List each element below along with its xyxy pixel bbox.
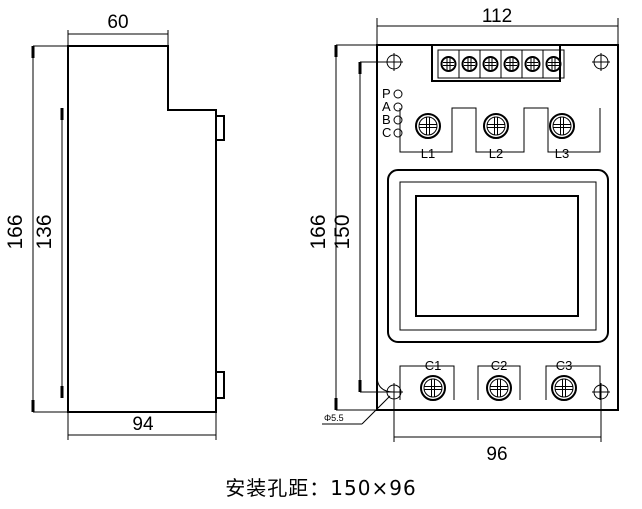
terminal-screw	[524, 56, 541, 72]
inductor-row: L1 L2 L3	[399, 107, 601, 161]
side-top-dimension: 60	[107, 12, 128, 33]
front-view: 112 96 166 150	[307, 6, 619, 465]
terminal-screw	[545, 56, 562, 72]
side-view-bottom-tab	[215, 371, 225, 399]
capacitor-screw-c2	[486, 375, 512, 401]
front-top-dimension: 112	[482, 6, 512, 27]
terminal-block	[431, 44, 565, 82]
mount-hole-bottom-right	[592, 383, 610, 401]
signal-label-p: P	[382, 86, 391, 101]
inductor-label-l2: L2	[489, 146, 503, 161]
center-component	[387, 169, 609, 343]
side-inner-height: 136	[33, 214, 56, 249]
hole-diameter-label: Φ5.5	[324, 413, 344, 423]
capacitor-label-c1: C1	[425, 358, 442, 373]
front-overall-height: 166	[307, 214, 330, 249]
capacitor-row: C1 C2 C3	[399, 358, 601, 401]
signal-label-a: A	[382, 99, 391, 114]
signal-pin-icon	[393, 128, 403, 138]
mount-hole-bottom-left	[376, 375, 403, 411]
terminal-slot	[542, 49, 565, 79]
mounting-hole-spacing-caption: 安装孔距：150×96	[225, 476, 417, 500]
side-overall-height: 166	[4, 214, 27, 249]
terminal-screw	[482, 56, 499, 72]
side-view-body-outline	[67, 45, 217, 413]
signal-pin-icon	[393, 115, 403, 125]
terminal-screw	[440, 56, 457, 72]
inductor-label-l1: L1	[421, 146, 435, 161]
capacitor-label-c3: C3	[556, 358, 573, 373]
signal-label-b: B	[382, 112, 391, 127]
capacitor-screw-c3	[551, 375, 577, 401]
terminal-screw	[461, 56, 478, 72]
signal-pin-icon	[393, 89, 403, 99]
side-view: 60 94 166 136	[4, 12, 225, 440]
mount-hole-top-right	[592, 53, 610, 71]
inductor-screw-l2	[483, 113, 509, 139]
inductor-screw-l1	[415, 113, 441, 139]
terminal-screw	[503, 56, 520, 72]
side-view-top-tab	[215, 115, 225, 141]
mount-hole-top-left	[385, 53, 403, 71]
signal-label-c: C	[382, 125, 391, 140]
side-bottom-dimension: 94	[132, 414, 154, 435]
front-bottom-dimension: 96	[486, 444, 507, 465]
front-plate-outline	[376, 44, 619, 411]
front-inner-height: 150	[331, 214, 354, 249]
capacitor-label-c2: C2	[491, 358, 508, 373]
signal-pin-icon	[393, 102, 403, 112]
inductor-label-l3: L3	[555, 146, 569, 161]
capacitor-screw-c1	[420, 375, 446, 401]
inductor-screw-l3	[549, 113, 575, 139]
